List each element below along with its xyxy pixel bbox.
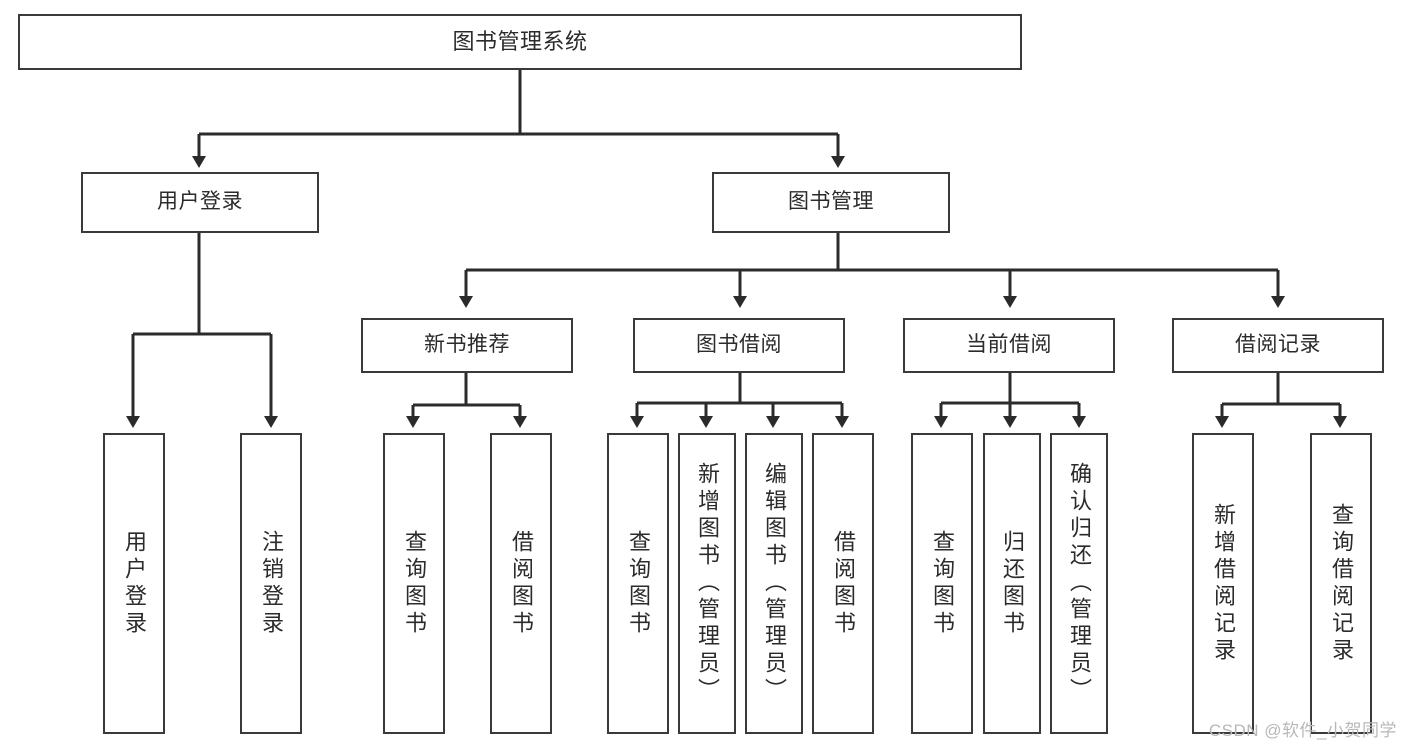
node-borrow-record-label: 借阅记录 [1235,333,1321,357]
node-leaf-query-record[interactable]: 查询借阅记录 [1310,433,1372,734]
node-root-system[interactable]: 图书管理系统 [18,14,1022,70]
node-leaf-confirm-return[interactable]: 确认归还（管理员） [1050,433,1108,734]
node-user-login[interactable]: 用户登录 [81,172,319,233]
node-book-borrow-label: 图书借阅 [696,333,782,357]
node-user-login-label: 用户登录 [157,190,243,214]
node-leaf-add-record[interactable]: 新增借阅记录 [1192,433,1254,734]
node-leaf-query-book-1[interactable]: 查询图书 [383,433,445,734]
node-leaf-user-login-label: 用户登录 [122,529,147,638]
node-root-system-label: 图书管理系统 [452,29,588,55]
node-leaf-logout-label: 注销登录 [259,529,284,638]
node-leaf-query-book-2[interactable]: 查询图书 [607,433,669,734]
node-leaf-add-record-label: 新增借阅记录 [1211,502,1236,665]
node-new-book-recommend-label: 新书推荐 [424,333,510,357]
node-leaf-query-book-3-label: 查询图书 [930,529,955,638]
node-current-borrow-label: 当前借阅 [966,333,1052,357]
node-leaf-query-book-1-label: 查询图书 [402,529,427,638]
node-leaf-borrow-book-1[interactable]: 借阅图书 [490,433,552,734]
node-leaf-borrow-book-1-label: 借阅图书 [509,529,534,638]
node-leaf-edit-book-label: 编辑图书（管理员） [762,462,787,705]
node-leaf-borrow-book-2[interactable]: 借阅图书 [812,433,874,734]
node-leaf-query-book-2-label: 查询图书 [626,529,651,638]
node-leaf-query-book-3[interactable]: 查询图书 [911,433,973,734]
node-leaf-add-book-label: 新增图书（管理员） [695,462,720,705]
node-leaf-confirm-return-label: 确认归还（管理员） [1067,462,1092,705]
node-leaf-user-login[interactable]: 用户登录 [103,433,165,734]
node-new-book-recommend[interactable]: 新书推荐 [361,318,573,373]
node-book-borrow[interactable]: 图书借阅 [633,318,845,373]
node-borrow-record[interactable]: 借阅记录 [1172,318,1384,373]
node-leaf-edit-book[interactable]: 编辑图书（管理员） [745,433,803,734]
node-leaf-return-book[interactable]: 归还图书 [983,433,1041,734]
node-current-borrow[interactable]: 当前借阅 [903,318,1115,373]
node-leaf-query-record-label: 查询借阅记录 [1329,502,1354,665]
node-leaf-borrow-book-2-label: 借阅图书 [831,529,856,638]
node-leaf-return-book-label: 归还图书 [1000,529,1025,638]
node-book-manage-label: 图书管理 [788,190,874,214]
node-leaf-logout[interactable]: 注销登录 [240,433,302,734]
node-book-manage[interactable]: 图书管理 [712,172,950,233]
node-leaf-add-book[interactable]: 新增图书（管理员） [678,433,736,734]
